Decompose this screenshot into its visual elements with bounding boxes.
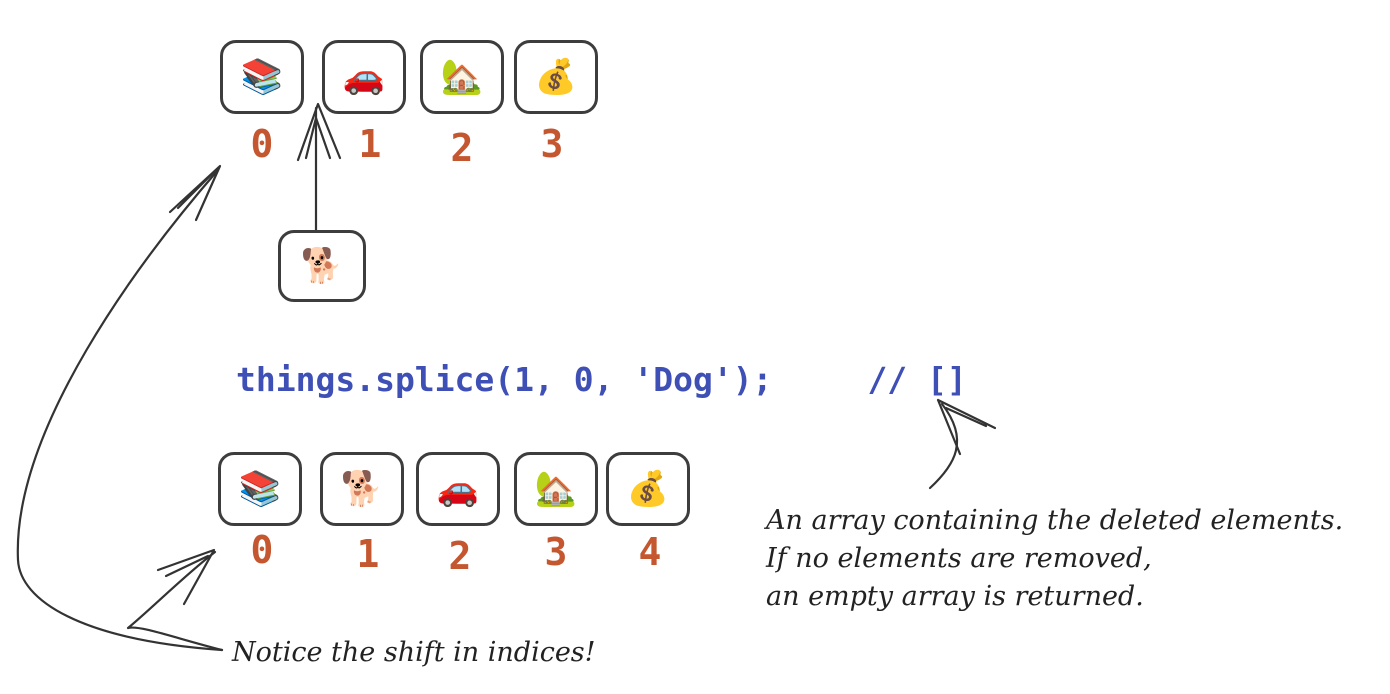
return-note-line-1: An array containing the deleted elements… [766, 505, 1344, 536]
top-cell-3: 💰 [514, 40, 598, 114]
books-icon: 📚 [238, 469, 282, 509]
dog-icon: 🐕 [300, 246, 344, 286]
code-statement: things.splice(1, 0, 'Dog'); [236, 360, 773, 399]
house-icon: 🏡 [534, 469, 578, 509]
bottom-cell-0: 📚 [218, 452, 302, 526]
top-cell-1: 🚗 [322, 40, 406, 114]
bottom-index-4: 4 [638, 530, 662, 574]
shift-arrow-top [16, 168, 224, 652]
bottom-cell-4: 💰 [606, 452, 690, 526]
insert-arrowhead [296, 102, 342, 162]
dog-icon: 🐕 [340, 469, 384, 509]
top-index-1: 1 [358, 122, 382, 166]
shift-arrowhead-top [168, 164, 222, 222]
bottom-cell-3: 🏡 [514, 452, 598, 526]
return-arrowhead [936, 398, 997, 456]
top-index-3: 3 [540, 122, 564, 166]
return-value-note: An array containing the deleted elements… [766, 502, 1343, 616]
bottom-index-3: 3 [544, 530, 568, 574]
car-icon: 🚗 [436, 469, 480, 509]
code-line: things.splice(1, 0, 'Dog'); // [] [236, 360, 967, 399]
shift-arrowhead-bottom [156, 548, 216, 606]
money-bag-icon: 💰 [534, 57, 578, 97]
bottom-index-1: 1 [356, 532, 380, 576]
bottom-cell-2: 🚗 [416, 452, 500, 526]
house-icon: 🏡 [440, 57, 484, 97]
bottom-cell-1: 🐕 [320, 452, 404, 526]
money-bag-icon: 💰 [626, 469, 670, 509]
bottom-index-2: 2 [448, 534, 472, 578]
inserted-item-box: 🐕 [278, 230, 366, 302]
car-icon: 🚗 [342, 57, 386, 97]
bottom-index-0: 0 [250, 528, 274, 572]
return-arrow [928, 402, 959, 490]
code-comment: // [] [867, 360, 967, 399]
return-note-line-2: If no elements are removed, [766, 543, 1152, 574]
return-note-line-3: an empty array is returned. [766, 581, 1144, 612]
top-index-2: 2 [450, 126, 474, 170]
top-cell-2: 🏡 [420, 40, 504, 114]
shift-note: Notice the shift in indices! [232, 637, 596, 668]
books-icon: 📚 [240, 57, 284, 97]
top-cell-0: 📚 [220, 40, 304, 114]
top-index-0: 0 [250, 122, 274, 166]
shift-arrow-bottom [126, 550, 224, 652]
